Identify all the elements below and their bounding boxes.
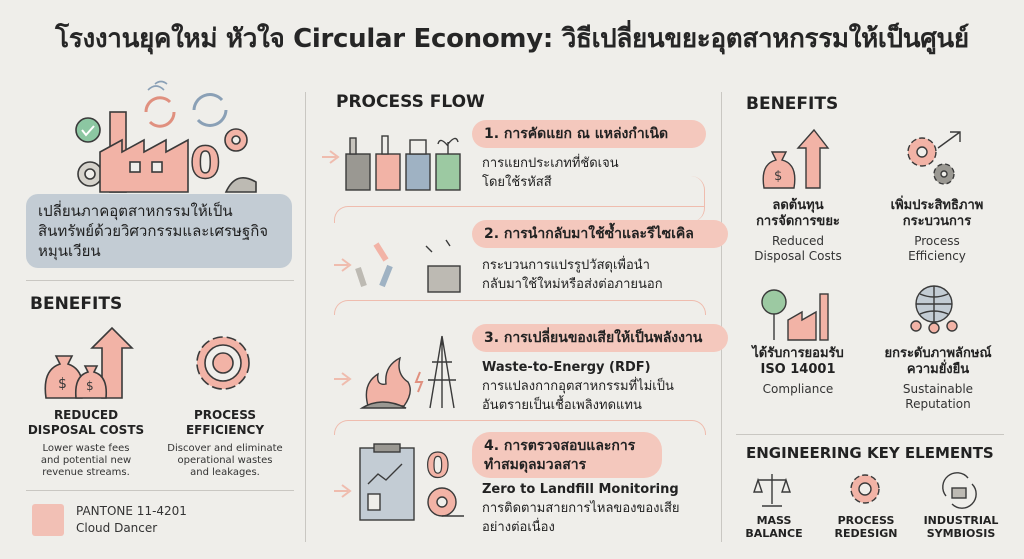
step-4-desc: Zero to Landfill Monitoring การติดตามสาย… — [482, 480, 680, 537]
step-3-line-2: การแปลงกากอุตสาหกรรมที่ไม่เป็น — [482, 379, 674, 394]
recycle-icon — [355, 239, 461, 293]
right-benefit-title-1: ลดต้นทุน การจัดการขยะ — [756, 198, 840, 229]
step-3-line-3: อันตรายเป็นเชื้อเพลิงทดแทน — [482, 398, 642, 413]
process-zero-counter: 0 — [425, 445, 450, 486]
left-benefit-desc-2: Discover and eliminate operational waste… — [167, 443, 283, 478]
hero-zero-counter: 0 — [189, 137, 221, 190]
pantone-code: PANTONE 11-4201 — [76, 504, 187, 518]
process-heading: PROCESS FLOW — [336, 92, 485, 112]
key-element-process-redesign: PROCESS REDESIGN — [834, 514, 898, 540]
right-benefits-heading: BENEFITS — [746, 94, 839, 114]
left-benefits-heading: BENEFITS — [30, 294, 123, 314]
key-element-industrial-symbiosis: INDUSTRIAL SYMBIOSIS — [923, 514, 999, 540]
symbiosis-cycle-icon — [942, 472, 977, 509]
svg-text:$: $ — [774, 169, 782, 184]
step-4-line-2: การติดตามสายการไหลของของเสีย — [482, 501, 680, 516]
flow-arrow-3 — [334, 372, 352, 386]
step-3-desc: Waste-to-Energy (RDF) การแปลงกากอุตสาหกร… — [482, 358, 674, 415]
step-1-title: 1. การคัดแยก ณ แหล่งกำเนิด — [472, 120, 706, 148]
step-4-line-1: Zero to Landfill Monitoring — [482, 482, 679, 497]
svg-text:$: $ — [86, 379, 94, 393]
step-4-title: 4. การตรวจสอบและการ ทำสมดุลมวลสาร — [472, 432, 662, 478]
flow-arrow-2 — [334, 258, 352, 272]
flow-arrow-1 — [322, 150, 340, 164]
right-benefit-title-3: ได้รับการยอมรับ ISO 14001 — [752, 346, 844, 377]
flow-connector-2 — [334, 206, 705, 223]
clipboard-monitoring-icon — [359, 443, 464, 521]
flow-connector-1 — [334, 176, 705, 222]
flow-connector-3 — [334, 300, 706, 315]
gear-efficiency-icon — [196, 336, 250, 390]
step-3-line-1: Waste-to-Energy (RDF) — [482, 360, 651, 375]
cost-reduction-icon: $ — [762, 128, 830, 189]
right-benefit-desc-3: Compliance — [762, 382, 834, 396]
money-bags-arrow-icon: $ $ — [44, 326, 134, 399]
left-benefit-desc-1: Lower waste fees and potential new reven… — [40, 443, 132, 478]
column-divider-right — [721, 92, 722, 542]
step-4-line-3: อย่างต่อเนื่อง — [482, 520, 555, 535]
key-element-mass-balance: MASS BALANCE — [745, 514, 803, 540]
iso-factory-trees-icon — [761, 289, 829, 341]
step-1-line-2: โดยใช้รหัสสี — [482, 175, 552, 190]
step-2-line-2: กลับมาใช้ใหม่หรือส่งต่อภายนอก — [482, 277, 663, 292]
step-2-title: 2. การนำกลับมาใช้ซ้ำและรีไซเคิล — [472, 220, 728, 248]
right-benefit-desc-4: Sustainable Reputation — [902, 382, 974, 411]
right-benefit-title-4: ยกระดับภาพลักษณ์ ความยั่งยืน — [884, 346, 992, 377]
scale-balance-icon — [753, 474, 791, 507]
hero-panel — [26, 194, 292, 268]
left-divider-top — [26, 280, 294, 281]
step-1-line-1: การแยกประเภทที่ชัดเจน — [482, 156, 619, 171]
key-elements-heading: ENGINEERING KEY ELEMENTS — [746, 444, 994, 462]
right-benefit-desc-2: Process Efficiency — [908, 234, 966, 263]
pantone-name: Cloud Dancer — [76, 521, 158, 535]
pantone-label: PANTONE 11-4201 Cloud Dancer — [76, 503, 187, 537]
page-title: โรงงานยุคใหม่ หัวใจ Circular Economy: วิ… — [55, 24, 969, 54]
pantone-swatch — [32, 504, 64, 536]
right-divider — [736, 434, 1004, 435]
globe-people-icon — [910, 285, 958, 334]
left-benefit-title-1: REDUCED DISPOSAL COSTS — [27, 408, 145, 437]
right-benefit-desc-1: Reduced Disposal Costs — [754, 234, 842, 263]
process-gears-icon — [907, 131, 961, 185]
sorting-bins-icon — [345, 135, 461, 191]
hero-text: เปลี่ยนภาคอุตสาหกรรมให้เป็นสินทรัพย์ด้วย… — [38, 202, 269, 260]
step-2-desc: กระบวนการแปรรูปวัสดุเพื่อนำ กลับมาใช้ใหม… — [482, 256, 663, 294]
svg-text:$: $ — [58, 376, 67, 392]
redesign-gear-icon — [850, 474, 880, 504]
flow-arrow-4 — [334, 484, 352, 498]
step-2-line-1: กระบวนการแปรรูปวัสดุเพื่อนำ — [482, 258, 650, 273]
factory-illustration — [75, 80, 257, 193]
waste-to-energy-icon — [359, 335, 456, 409]
right-benefit-title-2: เพิ่มประสิทธิภาพ กระบวนการ — [890, 198, 984, 229]
left-divider-bottom — [26, 490, 294, 491]
step-3-title: 3. การเปลี่ยนของเสียให้เป็นพลังงาน — [472, 324, 728, 352]
column-divider-left — [305, 92, 306, 542]
step-1-desc: การแยกประเภทที่ชัดเจน โดยใช้รหัสสี — [482, 154, 619, 192]
left-benefit-title-2: PROCESS EFFICIENCY — [185, 408, 265, 437]
